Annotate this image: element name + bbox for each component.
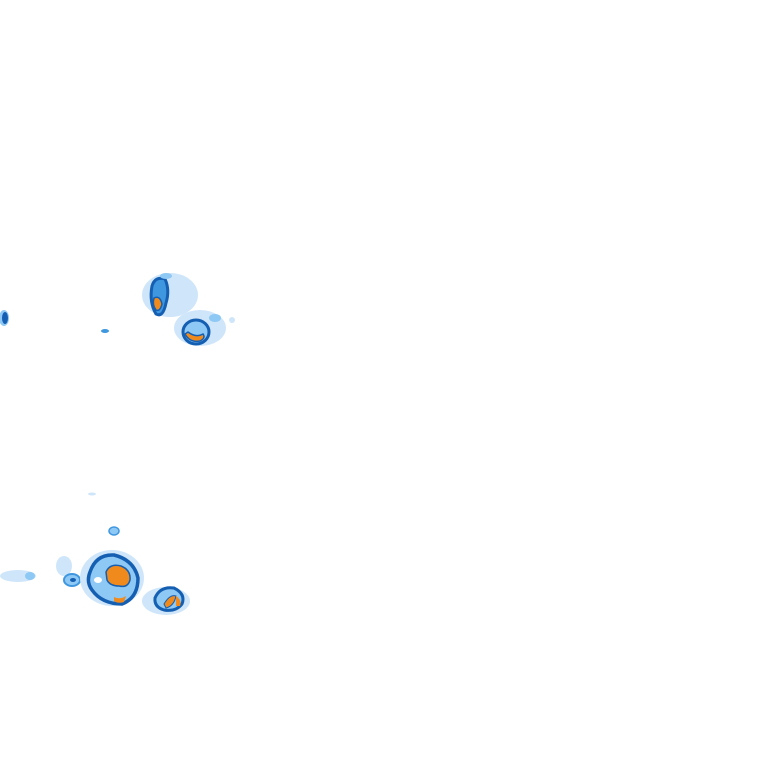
echo-core (184, 331, 205, 343)
echo-core (176, 596, 181, 606)
echo-core (152, 296, 163, 312)
echo-fringe (88, 492, 96, 496)
echo-edge (101, 329, 109, 333)
echo-cell-lower-right (142, 586, 190, 615)
echo-faint-specks (88, 492, 120, 536)
echo-cell-upper-a (142, 273, 198, 317)
echo-speck (101, 329, 109, 333)
echo-gap (94, 577, 102, 583)
echo-core (163, 595, 177, 609)
echo-cell-left-edge (0, 310, 9, 326)
echo-fringe (229, 317, 235, 323)
echo-core (105, 564, 131, 588)
echo-edge (108, 526, 120, 536)
echo-fringe (209, 314, 221, 322)
echo-edge (2, 312, 8, 324)
echo-edge (70, 578, 76, 582)
echo-cell-lower-left (0, 556, 81, 587)
echo-cell-lower-main (80, 550, 144, 606)
echo-fringe (160, 273, 172, 279)
echo-cell-upper-b (174, 310, 235, 346)
echo-core (114, 596, 126, 603)
echo-fringe (56, 556, 72, 576)
echo-fringe (25, 572, 35, 580)
